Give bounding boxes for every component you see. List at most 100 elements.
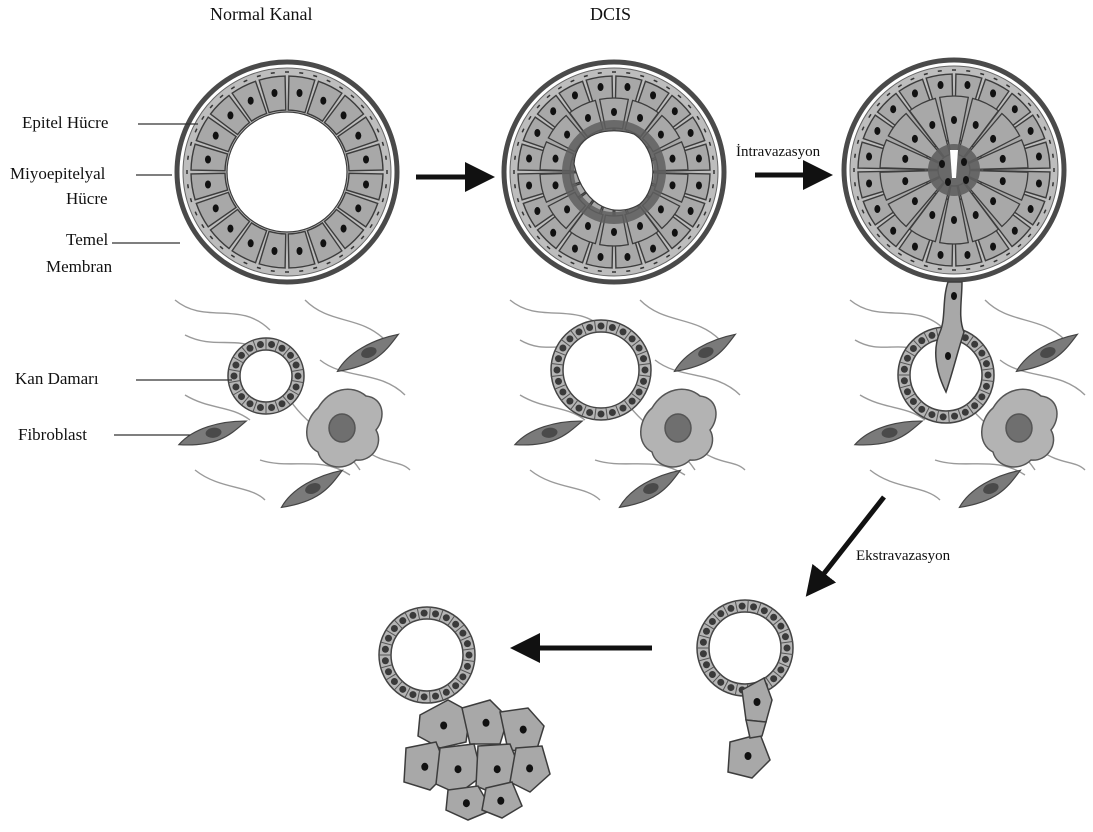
cell-nucleus [526, 155, 532, 163]
cell-nucleus [455, 765, 462, 773]
cell-nucleus [624, 83, 630, 91]
endothelial-nucleus [576, 405, 583, 412]
myoepithelial-nucleus [299, 73, 303, 74]
cell-nucleus [248, 97, 254, 105]
cell-nucleus [964, 81, 970, 89]
endothelial-nucleus [555, 378, 562, 385]
endothelial-nucleus [904, 355, 911, 362]
endothelial-nucleus [238, 352, 245, 359]
cell-nucleus [890, 105, 896, 113]
cell-nucleus [669, 181, 675, 189]
myoepithelial-nucleus [1053, 154, 1054, 158]
fibroblast-cell [276, 469, 348, 510]
endothelial-nucleus [576, 328, 583, 335]
cell-nucleus [939, 160, 945, 168]
endothelial-nucleus [295, 373, 302, 380]
cell-nucleus [929, 211, 935, 219]
endothelial-nucleus [385, 668, 392, 675]
myoepithelial-nucleus [299, 271, 303, 272]
endothelial-nucleus [971, 402, 978, 409]
cell-nucleus [564, 131, 570, 139]
cell-nucleus [611, 108, 617, 116]
cell-nucleus [658, 205, 664, 213]
cell-nucleus [440, 722, 447, 730]
blood-vessel-dcis [551, 320, 651, 420]
endothelial-nucleus [566, 398, 573, 405]
endothelial-nucleus [421, 610, 428, 617]
endothelial-nucleus [770, 675, 777, 682]
endothelial-nucleus [620, 328, 627, 335]
cell-nucleus [534, 129, 540, 137]
cell-nucleus [227, 111, 233, 119]
endothelial-nucleus [443, 689, 450, 696]
cell-nucleus [912, 197, 918, 205]
cell-nucleus [990, 135, 996, 143]
cell-nucleus [672, 107, 678, 115]
cell-nucleus [341, 225, 347, 233]
cell-nucleus [650, 91, 656, 99]
myoepithelial-nucleus [188, 156, 189, 160]
cell-nucleus [912, 135, 918, 143]
endothelial-nucleus [268, 404, 275, 411]
cell-nucleus [672, 229, 678, 237]
endothelial-nucleus [399, 617, 406, 624]
endothelial-nucleus [983, 383, 990, 390]
cell-nucleus [650, 245, 656, 253]
endothelial-nucleus [901, 366, 908, 373]
endothelial-nucleus [978, 350, 985, 357]
intravasation-duct [844, 60, 1064, 280]
myoepithelial-nucleus [713, 184, 714, 188]
normal-duct [177, 62, 397, 282]
cell-nucleus [696, 155, 702, 163]
cell-nucleus [624, 253, 630, 261]
endothelial-nucleus [409, 612, 416, 619]
cell-nucleus [696, 181, 702, 189]
myoepithelial-nucleus [626, 271, 630, 272]
endothelial-nucleus [739, 603, 746, 610]
endothelial-nucleus [555, 355, 562, 362]
endothelial-nucleus [717, 679, 724, 686]
cell-nucleus [990, 89, 996, 97]
cell-nucleus [1000, 155, 1006, 163]
cell-nucleus [1000, 177, 1006, 185]
cell-nucleus [598, 83, 604, 91]
endothelial-nucleus [636, 389, 643, 396]
cell-nucleus [912, 243, 918, 251]
cell-nucleus [938, 251, 944, 259]
cell-nucleus [973, 211, 979, 219]
cell-nucleus [1036, 179, 1042, 187]
cell-nucleus [912, 89, 918, 97]
endothelial-nucleus [554, 367, 561, 374]
endothelial-nucleus [382, 657, 389, 664]
endothelial-nucleus [777, 666, 784, 673]
endothelial-nucleus [951, 413, 958, 420]
label-blood-vessel: Kan Damarı [15, 369, 99, 389]
blood-vessel-colonization [379, 607, 475, 703]
fibroblast-cell [954, 469, 1026, 510]
blood-vessel-normal [228, 338, 304, 414]
endothelial-nucleus [238, 393, 245, 400]
endothelial-nucleus [629, 398, 636, 405]
endothelial-nucleus [700, 639, 707, 646]
myoepithelial-nucleus [938, 269, 942, 270]
cell-nucleus [572, 91, 578, 99]
cell-nucleus [585, 222, 591, 230]
endothelial-nucleus [904, 388, 911, 395]
myoepithelial-nucleus [188, 184, 189, 188]
myoepithelial-nucleus [271, 271, 275, 272]
endothelial-nucleus [962, 409, 969, 416]
endothelial-nucleus [777, 623, 784, 630]
endothelial-nucleus [727, 605, 734, 612]
vessel-lumen [240, 350, 292, 402]
cell-nucleus [688, 129, 694, 137]
endothelial-nucleus [918, 406, 925, 413]
endothelial-nucleus [409, 691, 416, 698]
endothelial-nucleus [978, 393, 985, 400]
endothelial-nucleus [257, 341, 264, 348]
cell-nucleus [1012, 227, 1018, 235]
endothelial-nucleus [268, 341, 275, 348]
endothelial-nucleus [709, 671, 716, 678]
fibroblast-cell [513, 420, 585, 448]
endothelial-nucleus [279, 345, 286, 352]
